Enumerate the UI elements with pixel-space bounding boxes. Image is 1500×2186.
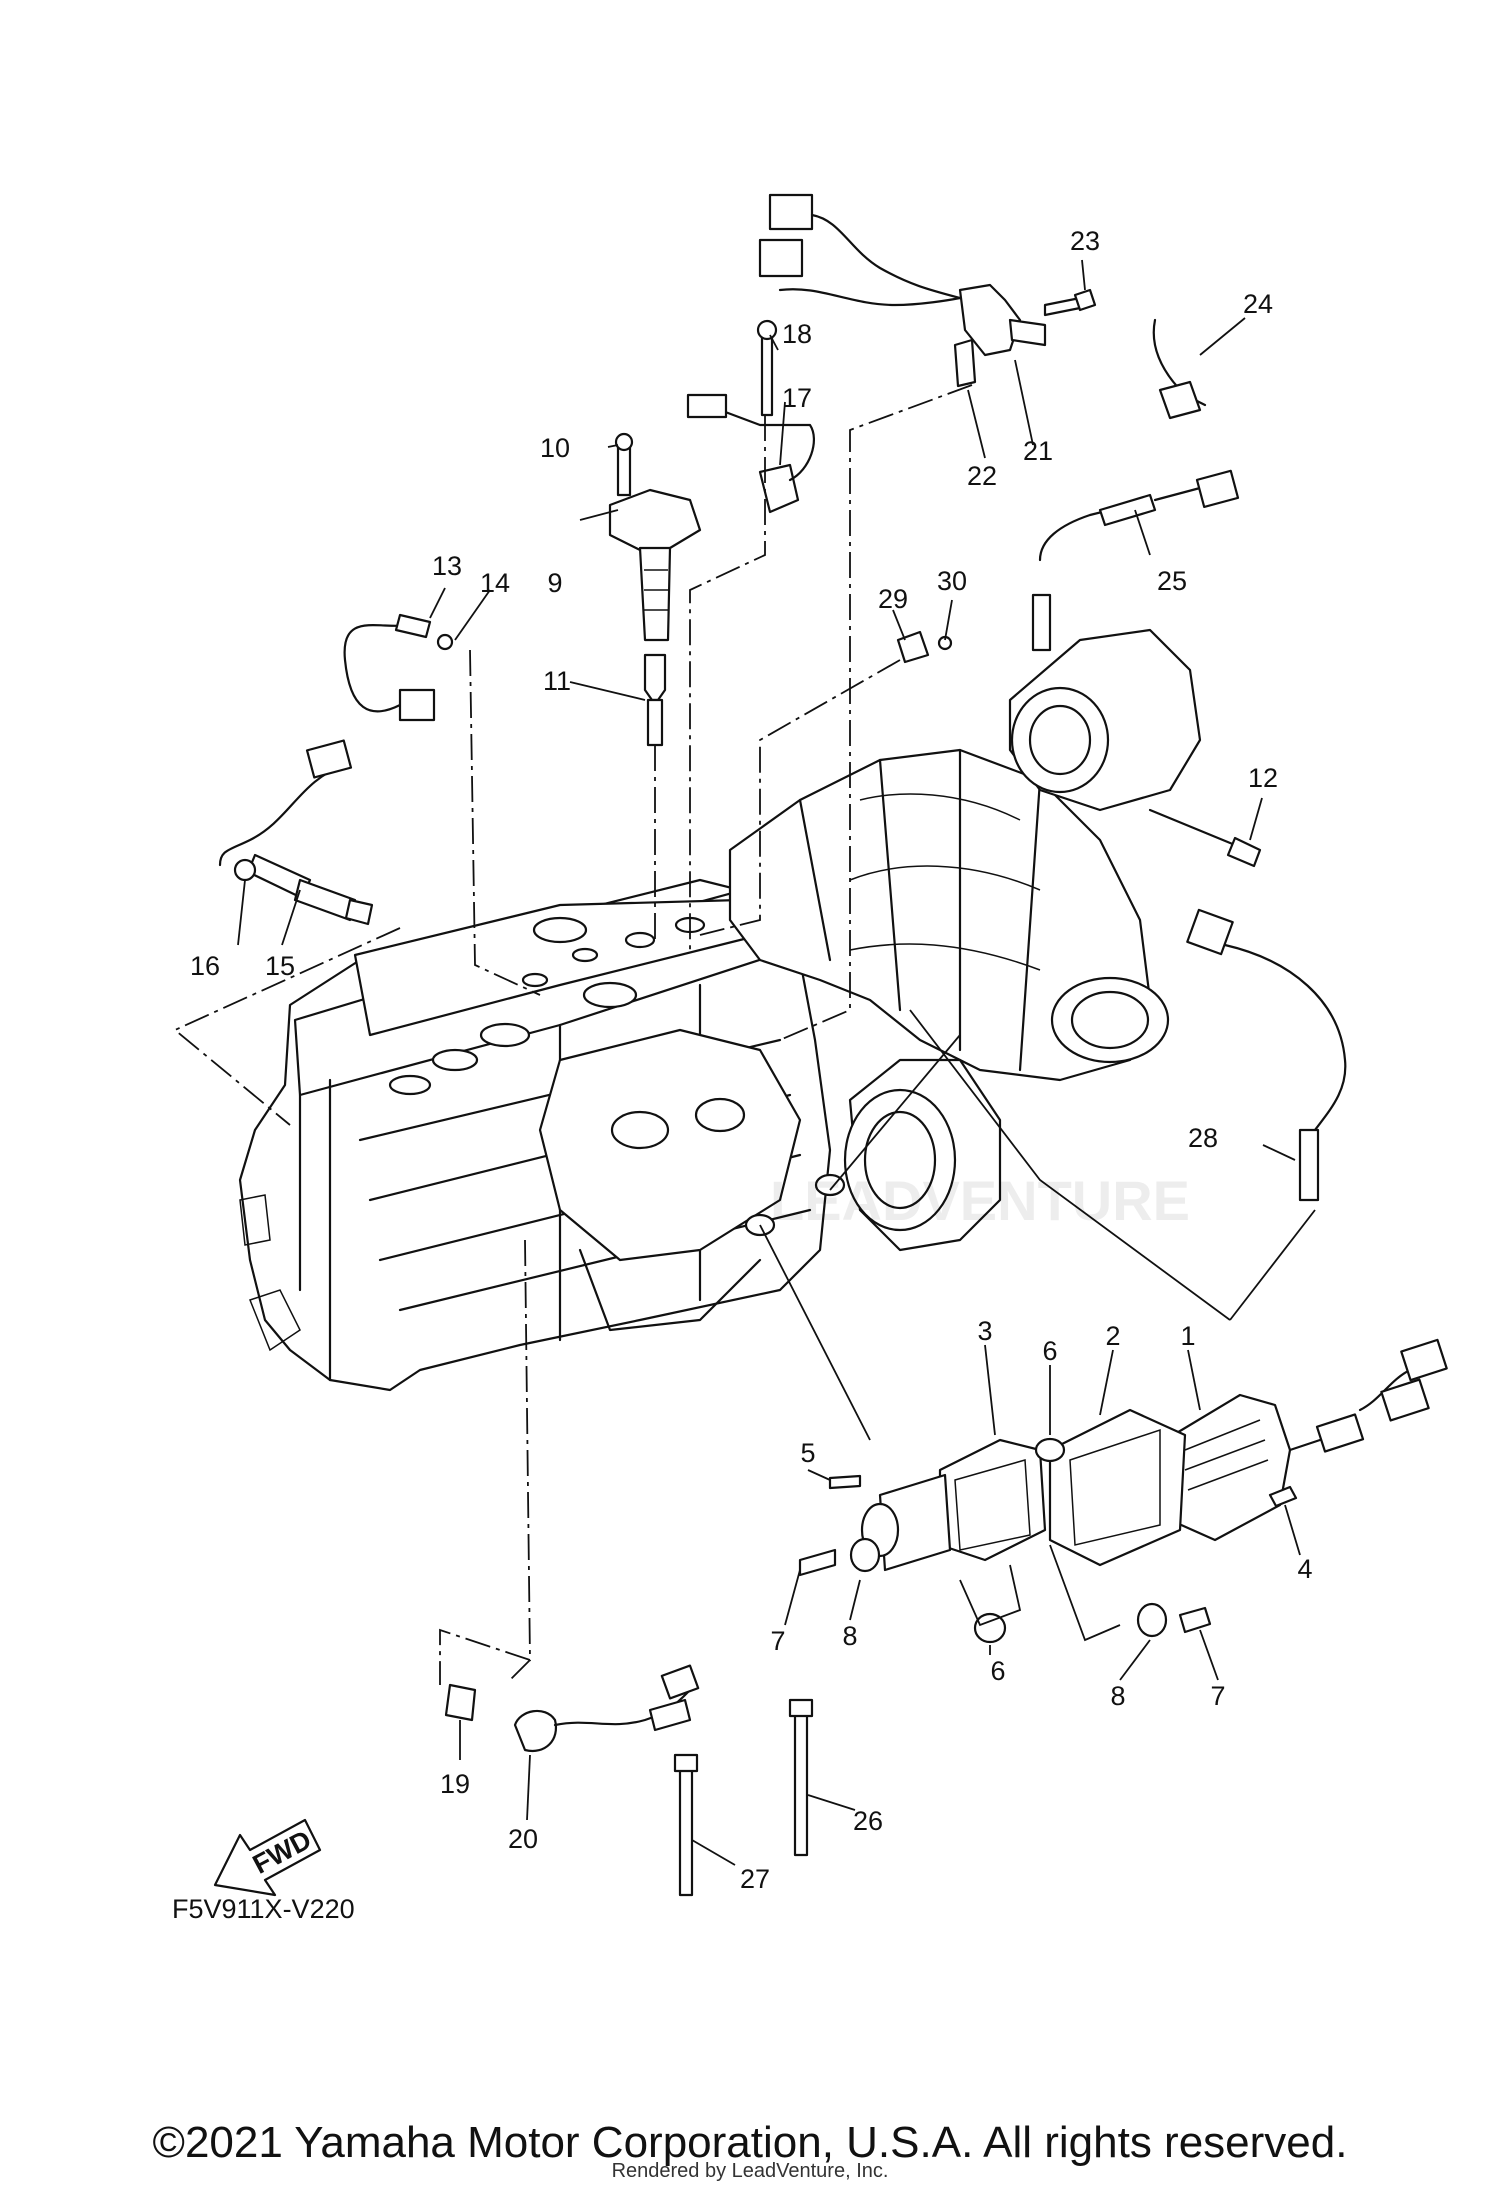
- sensor-28: [1186, 908, 1347, 1202]
- callout-22: 22: [967, 461, 997, 491]
- connection-lines: [759, 1009, 1316, 1642]
- callout-8b: 8: [1110, 1681, 1125, 1711]
- knock-sensors-19-20: [444, 1664, 700, 1753]
- callout-11: 11: [543, 666, 571, 696]
- callout-21: 21: [1023, 436, 1053, 466]
- watermark: LEADVENTURE: [770, 1169, 1190, 1232]
- clip-29-30: [896, 630, 953, 664]
- sensor-13: [343, 613, 454, 722]
- callout-6a: 6: [1042, 1336, 1057, 1366]
- callout-10: 10: [540, 433, 570, 463]
- clamp-24: [1152, 318, 1207, 420]
- callout-9: 9: [547, 568, 562, 598]
- callout-26: 26: [853, 1806, 883, 1836]
- callout-23: 23: [1070, 226, 1100, 256]
- callout-7a: 7: [770, 1626, 785, 1656]
- callout-20: 20: [508, 1824, 538, 1854]
- callout-3: 3: [977, 1316, 992, 1346]
- bolts-10-16-18-23: [614, 288, 1097, 452]
- callouts: 1 2 3 4 5 6 6 7 7 8 8 9 10 11 12 13 14 1…: [190, 226, 1313, 1894]
- engine-block: [238, 878, 832, 1392]
- callout-4: 4: [1297, 1554, 1312, 1584]
- o-ring-22: [953, 338, 977, 388]
- copyright-notice: ©2021 Yamaha Motor Corporation, U.S.A. A…: [152, 2118, 1348, 2167]
- sensor-15: [218, 739, 374, 926]
- callout-1: 1: [1180, 1321, 1195, 1351]
- sensor-12: [1148, 808, 1262, 868]
- callout-13: 13: [432, 551, 462, 581]
- supercharger-assembly: [728, 628, 1202, 1252]
- callout-6b: 6: [990, 1656, 1005, 1686]
- callout-17: 17: [782, 383, 812, 413]
- throttle-body-group: [798, 1338, 1448, 1644]
- callout-8a: 8: [842, 1621, 857, 1651]
- knock-sensor-harness: [758, 193, 1082, 357]
- callout-30: 30: [937, 566, 967, 596]
- callout-5: 5: [800, 1438, 815, 1468]
- ignition-coil: [608, 433, 702, 642]
- callout-25: 25: [1157, 566, 1187, 596]
- drawing-code: F5V911X-V220: [172, 1894, 355, 1924]
- callout-28: 28: [1188, 1123, 1218, 1153]
- callout-16: 16: [190, 951, 220, 981]
- callout-27: 27: [740, 1864, 770, 1894]
- spark-plug: [643, 653, 667, 747]
- callout-2: 2: [1105, 1321, 1120, 1351]
- callout-24: 24: [1243, 289, 1273, 319]
- cable-ties-26-27: [673, 1698, 814, 1897]
- assembly-guide-lines: [173, 384, 973, 1685]
- callout-7b: 7: [1210, 1681, 1225, 1711]
- callout-15: 15: [265, 951, 295, 981]
- callout-29: 29: [878, 584, 908, 614]
- callout-12: 12: [1248, 763, 1278, 793]
- rendered-by-credit: Rendered by LeadVenture, Inc.: [611, 2160, 889, 2182]
- sensor-25: [1031, 469, 1240, 652]
- fwd-arrow-icon: FWD: [213, 1818, 322, 1897]
- callout-18: 18: [782, 319, 812, 349]
- callout-19: 19: [440, 1769, 470, 1799]
- cam-sensor: [686, 330, 815, 514]
- callout-14: 14: [480, 568, 510, 598]
- callout-leaders: [237, 259, 1301, 1866]
